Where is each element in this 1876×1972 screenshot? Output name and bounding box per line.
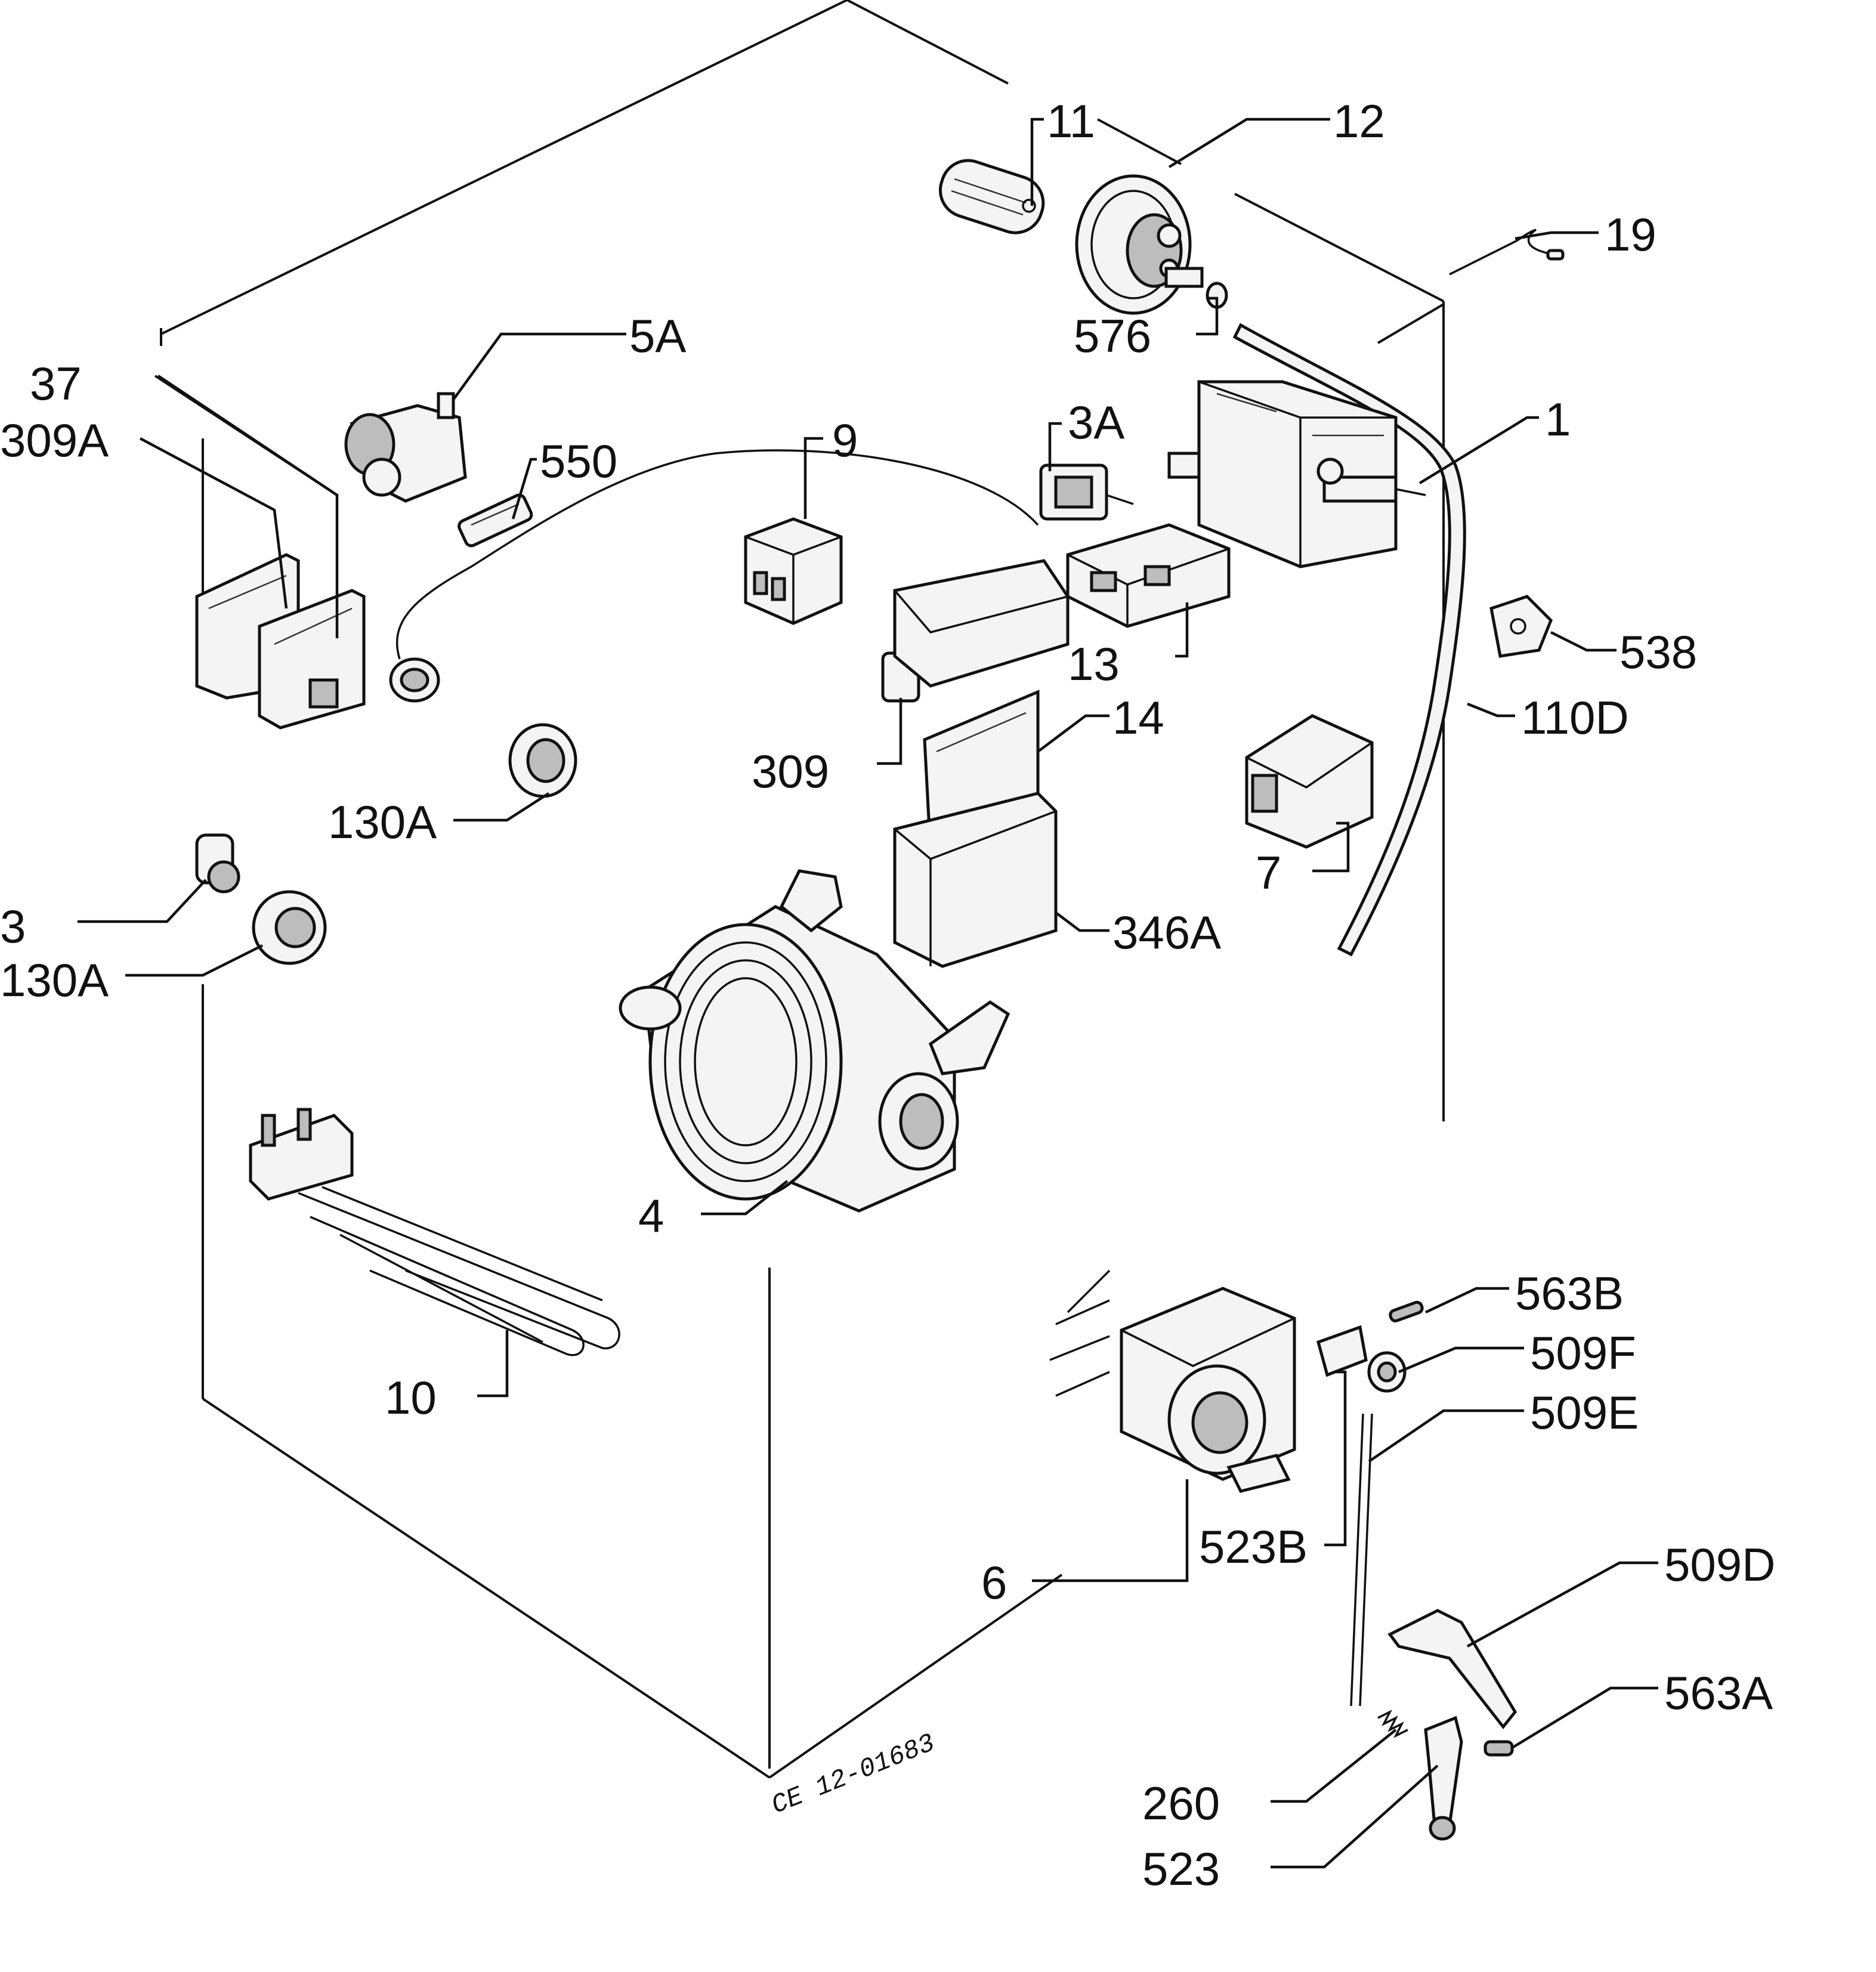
callout-550: 550: [540, 435, 617, 487]
callout-309: 309: [752, 745, 829, 798]
part-9-filter: [744, 517, 843, 625]
callout-9: 9: [832, 414, 858, 466]
cable-harness: [389, 449, 1039, 703]
callout-3a: 3A: [1068, 396, 1124, 449]
callout-523: 523: [1142, 1843, 1220, 1895]
callout-4: 4: [638, 1189, 664, 1242]
callout-1: 1: [1545, 393, 1571, 446]
callout-346a: 346A: [1112, 906, 1221, 959]
callout-509e: 509E: [1530, 1386, 1639, 1439]
callout-538: 538: [1620, 626, 1697, 678]
part-4-motor: [619, 869, 1010, 1213]
callout-309a: 309A: [0, 414, 109, 466]
part-509d-lever: [1387, 1609, 1518, 1730]
part-3-sensor: [195, 833, 240, 894]
leader-lines: [78, 118, 1658, 1869]
callout-13: 13: [1068, 638, 1120, 690]
callout-509f: 509F: [1530, 1327, 1636, 1379]
part-130a-grommet-bottom: [252, 890, 327, 965]
callout-7: 7: [1256, 846, 1281, 899]
callout-10: 10: [385, 1371, 437, 1424]
part-550-connector: [458, 493, 533, 548]
callout-12: 12: [1333, 95, 1385, 147]
callout-130a-bottom: 130A: [0, 954, 109, 1006]
callout-6: 6: [981, 1556, 1007, 1609]
part-37-309a-housing: [195, 553, 366, 730]
callout-523b: 523B: [1199, 1520, 1308, 1573]
callout-3: 3: [0, 900, 26, 953]
part-346a-tray: [893, 792, 1058, 968]
callout-110d: 110D: [1521, 691, 1629, 744]
callout-509d: 509D: [1664, 1538, 1775, 1591]
callout-563b: 563B: [1515, 1267, 1624, 1319]
callout-130a-top: 130A: [328, 796, 437, 848]
dispenser-cover: [893, 559, 1070, 688]
part-523b-bracket: [1316, 1325, 1368, 1377]
callout-labels: 11 12 19 576 5A 37 309A 3A 1 9 550 13 53…: [0, 95, 1775, 1895]
part-523-latch-hook: [1424, 1716, 1463, 1841]
part-110d-hose: [1232, 323, 1466, 957]
part-538-clip: [1489, 595, 1553, 658]
callout-5a: 5A: [629, 310, 686, 362]
callout-11: 11: [1047, 95, 1095, 147]
part-6-drain-pump: [1049, 1269, 1296, 1493]
part-509f-knob: [1367, 1351, 1407, 1393]
part-10-heating-element: [249, 1108, 620, 1356]
part-19-wire-clip: [1449, 228, 1565, 276]
part-130a-grommet-top: [508, 723, 577, 798]
callout-37: 37: [30, 357, 82, 410]
part-509e-rod: [1350, 1413, 1373, 1707]
part-563b-spring: [1389, 1300, 1424, 1322]
callout-576: 576: [1074, 310, 1151, 362]
part-5a-valve: [344, 392, 467, 503]
part-260-spring: [1377, 1710, 1408, 1738]
part-13-switch-block: [1066, 523, 1231, 628]
part-563a-spring: [1484, 1740, 1514, 1757]
part-7-interlock: [1245, 714, 1374, 849]
part-12-pressure-switch: [1075, 174, 1204, 315]
callout-260: 260: [1142, 1777, 1220, 1829]
part-11-capacitor: [938, 159, 1045, 234]
callout-14: 14: [1112, 691, 1164, 744]
callout-563a: 563A: [1664, 1667, 1773, 1719]
part-1-programmer: [1167, 380, 1426, 568]
callout-19: 19: [1605, 208, 1656, 261]
drawing-code: CE 12-01683: [768, 1729, 939, 1821]
part-3a-switch: [1039, 463, 1134, 521]
